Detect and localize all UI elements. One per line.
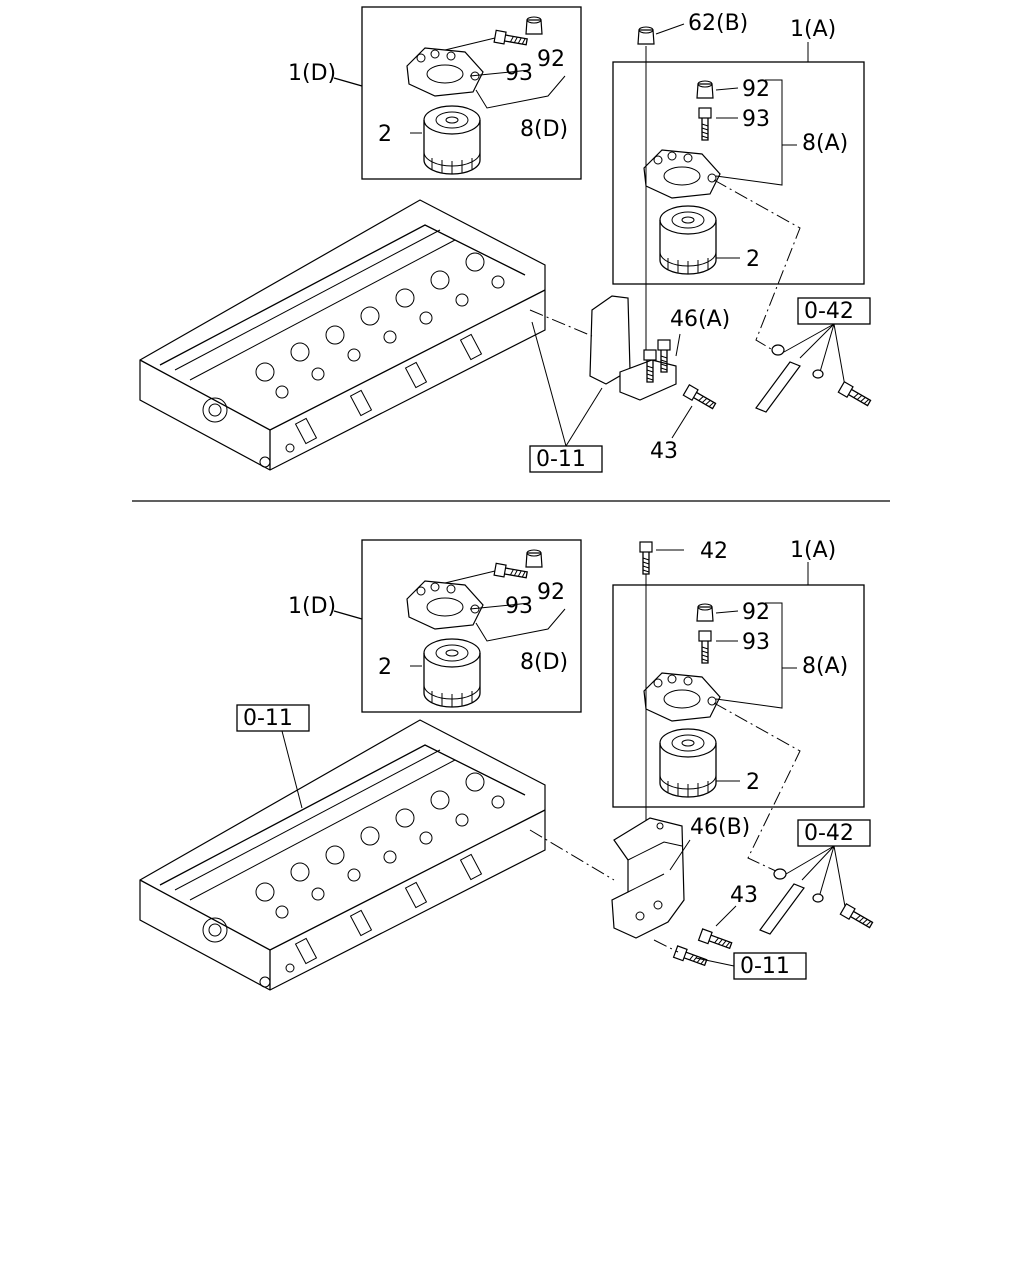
bottom-bolt-42 (639, 541, 653, 575)
bottom-bracket (611, 817, 685, 939)
bottom-cylinder-head (139, 719, 546, 991)
bottom-eye-bolt (839, 903, 875, 931)
bottom-washer-2 (812, 893, 824, 903)
bottom-inset-bolt (493, 562, 529, 582)
top-cap (696, 80, 714, 99)
top-inset-cap-label: 92 (537, 47, 565, 72)
bottom-inset-box (361, 539, 582, 713)
bottom-cap-label: 92 (742, 600, 770, 625)
bottom-assembly-box (612, 584, 865, 808)
top-filter-head (643, 149, 721, 199)
top-assembly-label: 1(A) (790, 17, 836, 42)
top-cap-label: 92 (742, 77, 770, 102)
bottom-inset-cap-label: 92 (537, 580, 565, 605)
bottom-filter-head (643, 672, 721, 722)
bottom-filter (659, 728, 717, 798)
top-section: 1(D) 93 92 8(D) 2 92 93 8(A) 2 62(B) 1(A… (139, 6, 873, 473)
bottom-bolt-label: 93 (742, 630, 770, 655)
top-pipe (755, 361, 801, 413)
top-inset-filter-label: 2 (378, 122, 392, 147)
bottom-bolt-0-11 (672, 945, 709, 969)
bottom-bolt-43-label: 43 (730, 883, 758, 908)
bottom-assembly-label: 1(A) (790, 538, 836, 563)
bottom-ref-0-11-bolt-box (733, 952, 807, 980)
top-filter-label: 2 (746, 247, 760, 272)
top-nut-label: 62(B) (688, 11, 748, 36)
bottom-inset-filter-label: 2 (378, 655, 392, 680)
bottom-inset-kit-label: 8(D) (520, 650, 568, 675)
bottom-ref-0-11-head-box (236, 704, 310, 732)
top-bolt (698, 107, 712, 141)
bottom-filter-label: 2 (746, 770, 760, 795)
bottom-ref-0-11-bolt-label: 0-11 (740, 954, 790, 979)
top-washer (771, 344, 785, 356)
top-assembly-box (612, 61, 865, 285)
bottom-ref-0-11-head-label: 0-11 (243, 706, 293, 731)
top-inset-filter-head (406, 47, 484, 97)
bottom-ref-0-42-label: 0-42 (804, 821, 854, 846)
bottom-inset-bolt-label: 93 (505, 594, 533, 619)
top-stud-label: 46(A) (670, 307, 730, 332)
top-kit-label: 8(A) (802, 131, 848, 156)
bottom-inset-ref-label: 1(D) (288, 594, 336, 619)
top-inset-kit-label: 8(D) (520, 117, 568, 142)
top-washer-2 (812, 369, 824, 379)
top-inset-box (361, 6, 582, 180)
top-ref-0-11-label: 0-11 (536, 447, 586, 472)
bottom-section: 1(D) 93 92 8(D) 2 92 93 8(A) 2 42 1(A) (139, 538, 875, 991)
bottom-bolt (698, 630, 712, 664)
top-cylinder-head (139, 199, 546, 471)
bottom-inset-filter-head (406, 580, 484, 630)
top-filter (659, 205, 717, 275)
bottom-washer (773, 868, 787, 880)
top-eye-bolt (837, 381, 873, 409)
top-ref-0-42-label: 0-42 (804, 299, 854, 324)
top-inset-filter (423, 105, 481, 175)
top-inset-cap (525, 16, 543, 35)
bottom-pipe (759, 883, 805, 935)
top-bolt-label: 93 (742, 107, 770, 132)
bottom-inset-cap (525, 549, 543, 568)
bottom-inset-filter (423, 638, 481, 708)
top-inset-bolt-label: 93 (505, 61, 533, 86)
top-bolt-43-label: 43 (650, 439, 678, 464)
bottom-kit-label: 8(A) (802, 654, 848, 679)
bottom-bolt-42-label: 42 (700, 539, 728, 564)
bottom-bolt-43 (697, 928, 734, 952)
top-inset-bolt (493, 29, 529, 49)
bottom-bracket-label: 46(B) (690, 815, 750, 840)
top-inset-ref-label: 1(D) (288, 61, 336, 86)
bottom-cap (696, 603, 714, 622)
top-nut-62b (637, 26, 655, 45)
top-bolt-43 (682, 384, 718, 412)
